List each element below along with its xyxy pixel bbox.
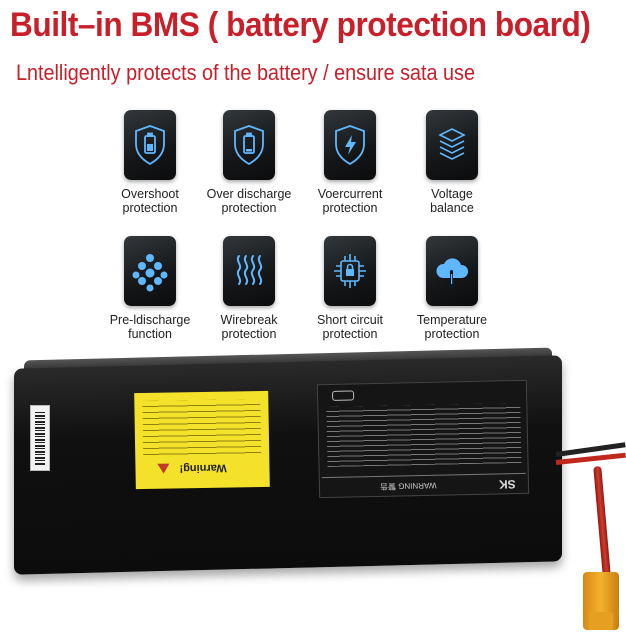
feature-label: Voercurrent protection <box>317 187 383 215</box>
wavy-wires-icon <box>223 236 275 306</box>
spec-footer: SK WARNING 警告 <box>321 472 527 498</box>
xt60-connector <box>583 572 619 630</box>
feature-overcurrent: Voercurrent protection <box>295 110 405 215</box>
shield-battery-low-icon <box>223 110 275 180</box>
shield-battery-icon <box>124 110 176 180</box>
cloud-thermometer-icon <box>426 236 478 306</box>
feature-label: Short circuit protection <box>317 313 383 341</box>
feature-label: Over discharge protection <box>206 187 292 215</box>
barcode-bars <box>35 412 45 466</box>
battery-pack: Warning! SK WARNING 警告 <box>0 340 626 640</box>
power-cable <box>593 465 611 577</box>
feature-temperature: Temperature protection <box>397 236 507 341</box>
feature-label: Voltage balance <box>430 187 474 215</box>
warning-triangle-icon <box>157 463 170 474</box>
molecule-icon <box>124 236 176 306</box>
feature-short-circuit: Short circuit protection <box>295 236 405 341</box>
spec-text-lines <box>326 402 522 468</box>
warning-caption: WARNING 警告 <box>379 480 437 491</box>
brand-mark: SK <box>499 477 517 492</box>
warning-sticker: Warning! <box>134 390 270 490</box>
warning-text-lines <box>142 398 262 460</box>
feature-pre-discharge: Pre-ldischarge function <box>95 236 205 341</box>
spec-label: SK WARNING 警告 <box>316 379 530 499</box>
shield-lightning-icon <box>324 110 376 180</box>
connector-nose <box>589 612 613 630</box>
feature-label: Pre-ldischarge function <box>109 313 191 341</box>
feature-wirebreak: Wirebreak protection <box>194 236 304 341</box>
feature-voltage-balance: Voltage balance <box>397 110 507 215</box>
warning-title: Warning! <box>179 461 227 475</box>
feature-label: Wirebreak protection <box>220 313 278 341</box>
stacked-layers-icon <box>426 110 478 180</box>
barcode-sticker <box>30 405 50 471</box>
feature-label: Overshoot protection <box>121 187 179 215</box>
certification-icon <box>331 390 355 401</box>
chip-lock-icon <box>324 236 376 306</box>
feature-label: Temperature protection <box>416 313 488 341</box>
feature-overshoot: Overshoot protection <box>95 110 205 215</box>
page-subtitle: Lntelligently protects of the battery / … <box>16 60 475 85</box>
page-title: Built–in BMS ( battery protection board) <box>10 6 591 44</box>
feature-over-discharge: Over discharge protection <box>194 110 304 215</box>
